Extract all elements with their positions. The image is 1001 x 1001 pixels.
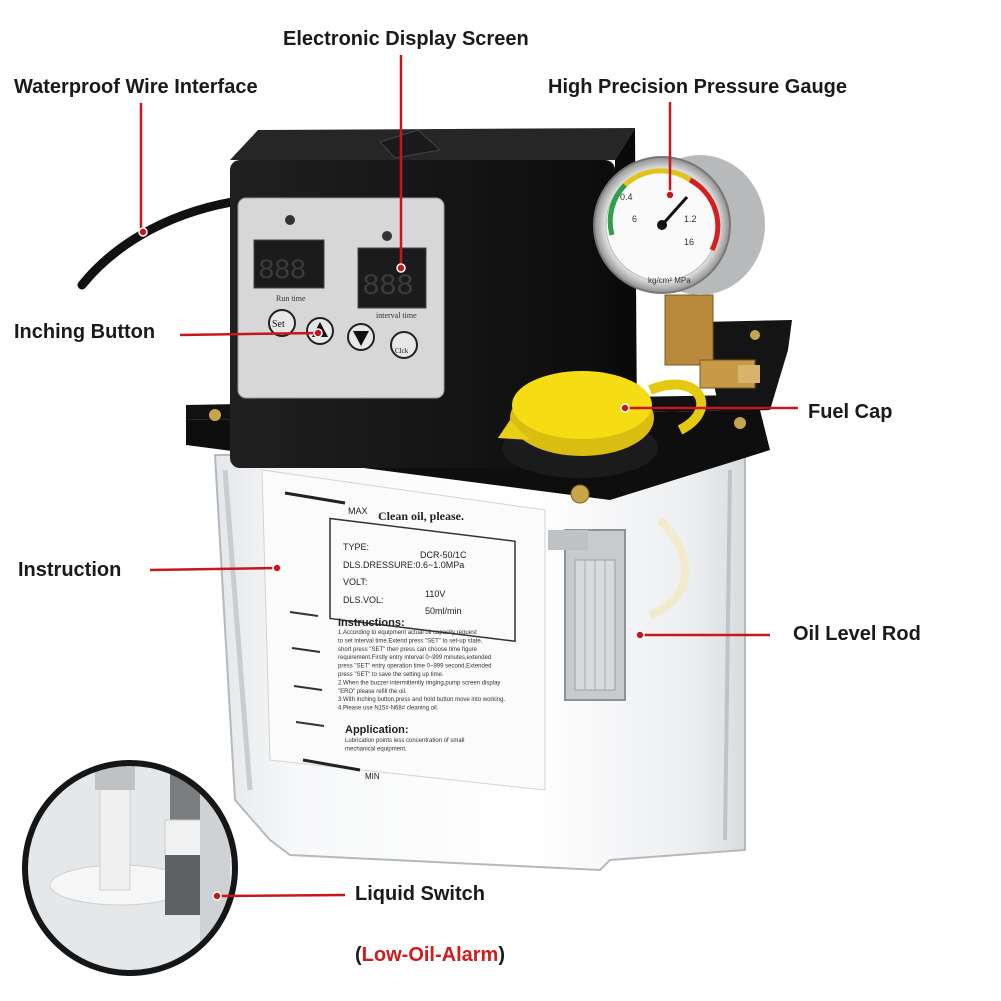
low-oil-alarm-text: Low-Oil-Alarm [361, 944, 499, 966]
sticker-heading: Clean oil, please. [378, 509, 464, 523]
label-electronic-display-screen: Electronic Display Screen [283, 28, 529, 50]
sticker-text-line: 3.With inching button,press and hold but… [338, 697, 505, 703]
sticker-text-line: to set interval time.Extend press "SET" … [338, 638, 483, 644]
min-mark: MIN [365, 772, 380, 781]
label-oil-level-rod: Oil Level Rod [793, 623, 921, 645]
wire [77, 197, 237, 290]
gauge-tick-2: 1.2 [684, 214, 697, 224]
sticker-text-line: requirement.Firstly entry interval 0~999… [338, 655, 491, 661]
run-time-label: Run time [276, 294, 306, 303]
sticker-text-line: "ERO" please refill the oil. [338, 689, 407, 695]
application-text: Lubrication points less concentration of… [345, 738, 464, 752]
display-right: 888 [362, 270, 413, 304]
instructions-heading: Instructions: [338, 617, 405, 629]
display-left: 888 [258, 256, 305, 287]
sticker-text-line: 1.According to equipment actual oil capa… [338, 630, 477, 636]
sticker-text-line: press "SET" to save the setting up time. [338, 672, 444, 678]
clck-button[interactable]: Clck [390, 331, 418, 359]
application-heading: Application: [345, 724, 409, 736]
fuel-cap [498, 371, 707, 478]
sticker-text-line: Lubrication points less concentration of… [345, 738, 464, 744]
label-fuel-cap: Fuel Cap [808, 401, 893, 423]
instruction-sticker: MAX Clean oil, please. TYPE: DCR-50/1C D… [261, 469, 546, 791]
label-instruction: Instruction [18, 559, 122, 581]
label-high-precision-pressure-gauge: High Precision Pressure Gauge [548, 76, 847, 98]
max-mark: MAX [348, 506, 368, 516]
pressure-gauge: 0.4 6 1.2 16 kg/cm² MPa [593, 155, 765, 389]
pressure-line: DLS.DRESSURE:0.6~1.0MPa [343, 560, 464, 570]
leader-lines [138, 55, 798, 901]
type-value: DCR-50/1C [420, 550, 467, 560]
interval-time-label: interval time [376, 311, 417, 320]
vol-value: 50ml/min [425, 606, 462, 616]
gauge-tick-0: 0.4 [620, 192, 633, 202]
label-liquid-switch: Liquid Switch [355, 883, 485, 905]
sticker-text-line: 2.When the buzzer intermittently ringing… [338, 680, 500, 686]
gauge-needle [660, 196, 689, 226]
vol-label: DLS.VOL: [343, 595, 384, 605]
sticker-text-line: mechanical equipment. [345, 746, 407, 752]
down-arrow-icon [353, 331, 369, 346]
sticker-text-line: short press "SET" then press can choose … [338, 647, 478, 653]
set-button[interactable]: Set [268, 309, 296, 337]
sticker-text-line: 4.Please use N15#-N68# cleaning oil. [338, 706, 439, 712]
gauge-tick-1: 6 [632, 214, 637, 224]
gauge-tick-3: 16 [684, 237, 694, 247]
volt-value: 110V [425, 589, 445, 599]
volt-label: VOLT: [343, 577, 367, 587]
set-button-label: Set [272, 319, 285, 330]
liquid-switch-inset [22, 760, 238, 976]
type-label: TYPE: [343, 542, 369, 552]
label-low-oil-alarm: (Low-Oil-Alarm) [355, 944, 506, 966]
label-inching-button: Inching Button [14, 321, 156, 343]
sticker-text-line: press "SET" entry operation time 0~999 s… [338, 664, 492, 670]
gauge-unit: kg/cm² MPa [648, 276, 691, 285]
instructions-text: 1.According to equipment actual oil capa… [338, 630, 505, 712]
clck-button-label: Clck [395, 347, 409, 355]
label-waterproof-wire-interface: Waterproof Wire Interface [14, 76, 258, 98]
down-button[interactable] [347, 323, 375, 351]
